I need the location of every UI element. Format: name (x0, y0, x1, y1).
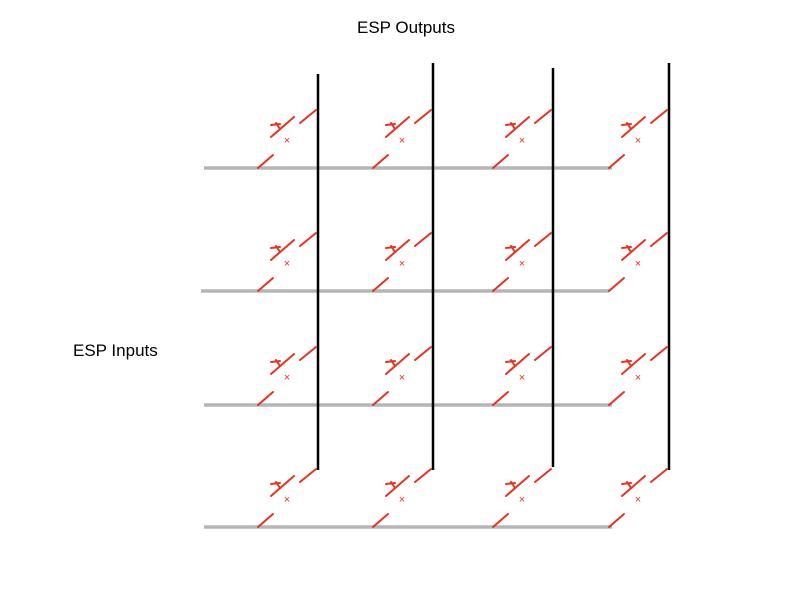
cross-mark: × (284, 372, 290, 384)
pushbutton-switch-icon: × (492, 109, 552, 169)
pushbutton-switch-icon: × (372, 232, 432, 292)
pushbutton-switch-icon: × (608, 346, 668, 406)
cross-mark: × (399, 494, 405, 506)
cross-mark: × (399, 135, 405, 147)
cross-mark: × (635, 258, 641, 270)
pushbutton-switch-icon: × (492, 468, 552, 528)
input-lines (201, 166, 612, 529)
switch-grid: × × × × × × × × × × × × × × × × (257, 109, 668, 528)
pushbutton-switch-icon: × (257, 468, 317, 528)
cross-mark: × (519, 372, 525, 384)
pushbutton-switch-icon: × (608, 232, 668, 292)
pushbutton-switch-icon: × (492, 346, 552, 406)
outputs-label: ESP Outputs (357, 18, 455, 37)
pushbutton-switch-icon: × (257, 346, 317, 406)
cross-mark: × (519, 494, 525, 506)
cross-mark: × (635, 372, 641, 384)
pushbutton-switch-icon: × (257, 109, 317, 169)
pushbutton-switch-icon: × (372, 109, 432, 169)
pushbutton-switch-icon: × (257, 232, 317, 292)
cross-mark: × (399, 372, 405, 384)
cross-mark: × (399, 258, 405, 270)
cross-mark: × (284, 494, 290, 506)
cross-mark: × (519, 258, 525, 270)
cross-mark: × (635, 135, 641, 147)
cross-mark: × (284, 258, 290, 270)
cross-mark: × (635, 494, 641, 506)
pushbutton-switch-icon: × (608, 468, 668, 528)
pushbutton-switch-icon: × (372, 468, 432, 528)
pushbutton-switch-icon: × (492, 232, 552, 292)
cross-mark: × (284, 135, 290, 147)
inputs-label: ESP Inputs (73, 341, 158, 360)
pushbutton-switch-icon: × (608, 109, 668, 169)
pushbutton-switch-icon: × (372, 346, 432, 406)
cross-mark: × (519, 135, 525, 147)
output-lines (316, 63, 671, 470)
